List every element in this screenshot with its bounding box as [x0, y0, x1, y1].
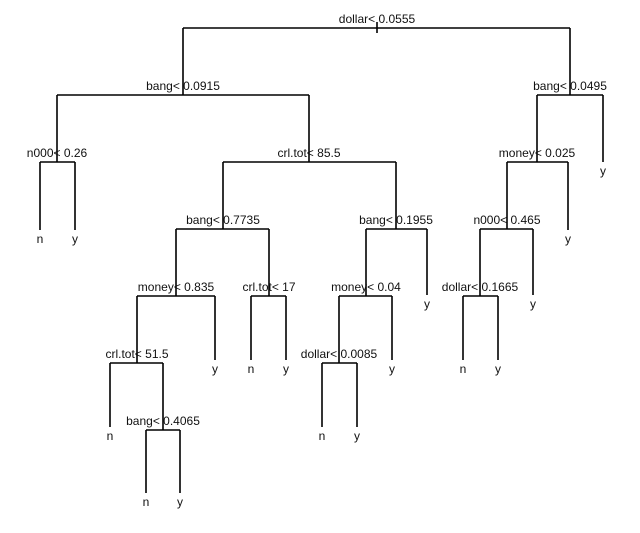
split-label: bang< 0.7735: [186, 213, 260, 227]
split-label: crl.tot< 17: [242, 280, 295, 294]
leaf-class-label: y: [530, 297, 536, 311]
leaf-class-label: n: [37, 232, 44, 246]
leaf-class-label: n: [107, 429, 114, 443]
split-label: money< 0.04: [331, 280, 401, 294]
leaf-class-label: y: [565, 232, 571, 246]
leaf-class-label: y: [424, 297, 430, 311]
leaf-class-label: y: [283, 362, 289, 376]
split-label: money< 0.025: [499, 146, 576, 160]
split-label: n000< 0.465: [473, 213, 540, 227]
split-label: crl.tot< 51.5: [105, 347, 168, 361]
split-label: crl.tot< 85.5: [277, 146, 340, 160]
split-label: bang< 0.0495: [533, 79, 607, 93]
leaf-class-label: n: [319, 429, 326, 443]
leaf-class-label: y: [212, 362, 218, 376]
split-label: dollar< 0.1665: [442, 280, 519, 294]
split-label: n000< 0.26: [27, 146, 88, 160]
leaf-class-label: n: [143, 495, 150, 509]
split-label: money< 0.835: [138, 280, 215, 294]
leaf-class-label: n: [248, 362, 255, 376]
split-label: dollar< 0.0555: [339, 12, 416, 26]
leaf-class-label: y: [495, 362, 501, 376]
leaf-class-label: y: [354, 429, 360, 443]
leaf-class-label: n: [460, 362, 467, 376]
split-label: bang< 0.4065: [126, 414, 200, 428]
leaf-class-label: y: [600, 164, 606, 178]
leaf-class-label: y: [177, 495, 183, 509]
leaf-class-label: y: [389, 362, 395, 376]
split-label: bang< 0.1955: [359, 213, 433, 227]
leaf-class-label: y: [72, 232, 78, 246]
split-label: dollar< 0.0085: [301, 347, 378, 361]
split-label: bang< 0.0915: [146, 79, 220, 93]
